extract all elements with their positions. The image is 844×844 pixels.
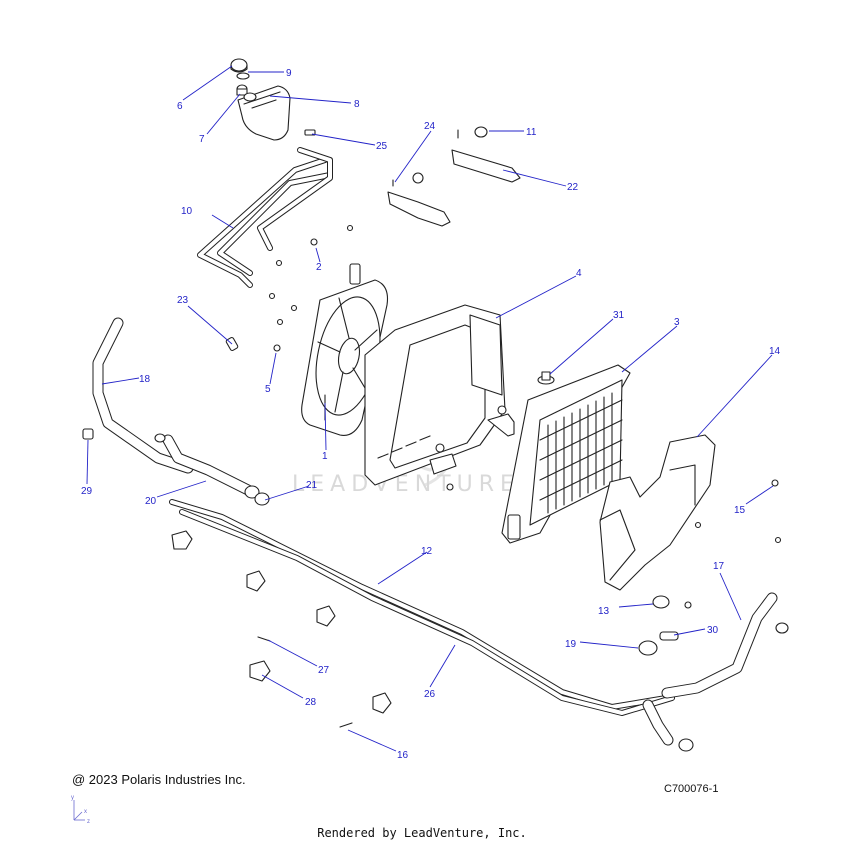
part-cap-6 xyxy=(230,58,248,73)
part-screws-15 xyxy=(694,479,782,544)
leader-lines xyxy=(86,65,774,752)
part-clamps-21 xyxy=(244,485,270,506)
part-hose-20 xyxy=(154,433,254,496)
callout-29: 29 xyxy=(81,486,93,497)
callout-7: 7 xyxy=(199,134,205,145)
callout-6: 6 xyxy=(177,101,183,112)
part-pipes-12-26 xyxy=(169,499,675,716)
part-radiator-3 xyxy=(501,364,631,544)
callout-2: 2 xyxy=(316,262,322,273)
callout-10: 10 xyxy=(181,206,193,217)
part-fastener-5 xyxy=(273,344,281,352)
callout-28: 28 xyxy=(305,697,317,708)
part-bracket-22 xyxy=(451,129,521,183)
part-brackets-radiator xyxy=(429,405,515,491)
callout-17: 17 xyxy=(713,561,725,572)
callout-24: 24 xyxy=(424,121,436,132)
callout-19: 19 xyxy=(565,639,577,650)
callout-26: 26 xyxy=(424,689,436,700)
callout-1: 1 xyxy=(322,451,328,462)
watermark-text: LEADVENTURE xyxy=(292,472,520,497)
part-clips xyxy=(171,530,392,728)
part-bracket-24 xyxy=(387,172,451,227)
callout-13: 13 xyxy=(598,606,610,617)
part-hose-18 xyxy=(92,317,194,474)
axis-triad: y x z xyxy=(71,795,90,825)
callout-15: 15 xyxy=(734,505,746,516)
part-guard-14 xyxy=(599,434,716,591)
part-hose-17 xyxy=(642,592,789,752)
part-fitting-19 xyxy=(638,640,658,656)
axis-x-label: x xyxy=(84,809,87,815)
part-fasteners-2 xyxy=(268,224,354,326)
callout-4: 4 xyxy=(576,268,582,279)
callout-12: 12 xyxy=(421,546,433,557)
callout-30: 30 xyxy=(707,625,719,636)
callout-18: 18 xyxy=(139,374,151,385)
callout-3: 3 xyxy=(674,317,680,328)
part-tubes-10 xyxy=(197,147,333,288)
axis-y-label: y xyxy=(71,795,74,801)
callout-8: 8 xyxy=(354,99,360,110)
part-grommet-11 xyxy=(474,126,488,138)
part-clamp-29 xyxy=(82,428,94,440)
callout-5: 5 xyxy=(265,384,271,395)
part-shroud-4 xyxy=(364,304,506,486)
callout-31: 31 xyxy=(613,310,625,321)
callout-11: 11 xyxy=(526,127,537,138)
part-mount-31 xyxy=(537,371,555,385)
callout-22: 22 xyxy=(567,182,579,193)
copyright-text: @ 2023 Polaris Industries Inc. xyxy=(72,772,246,787)
callout-20: 20 xyxy=(145,496,157,507)
part-fitting-30 xyxy=(659,631,679,641)
part-cap-7 xyxy=(236,84,248,96)
rendered-by-text: Rendered by LeadVenture, Inc. xyxy=(317,826,527,840)
part-fitting-13 xyxy=(652,595,692,609)
callout-27: 27 xyxy=(318,665,330,676)
callouts: 1 2 3 4 5 6 7 8 9 10 11 12 13 14 15 16 1… xyxy=(81,68,781,761)
callout-21: 21 xyxy=(306,480,318,491)
callout-16: 16 xyxy=(397,750,409,761)
callout-14: 14 xyxy=(769,346,781,357)
callout-25: 25 xyxy=(376,141,388,152)
part-washer-9 xyxy=(236,72,250,80)
callout-9: 9 xyxy=(286,68,292,79)
axis-z-label: z xyxy=(87,819,90,825)
diagram-code: C700076-1 xyxy=(664,783,719,795)
callout-23: 23 xyxy=(177,295,189,306)
part-reservoir-8 xyxy=(237,85,291,141)
